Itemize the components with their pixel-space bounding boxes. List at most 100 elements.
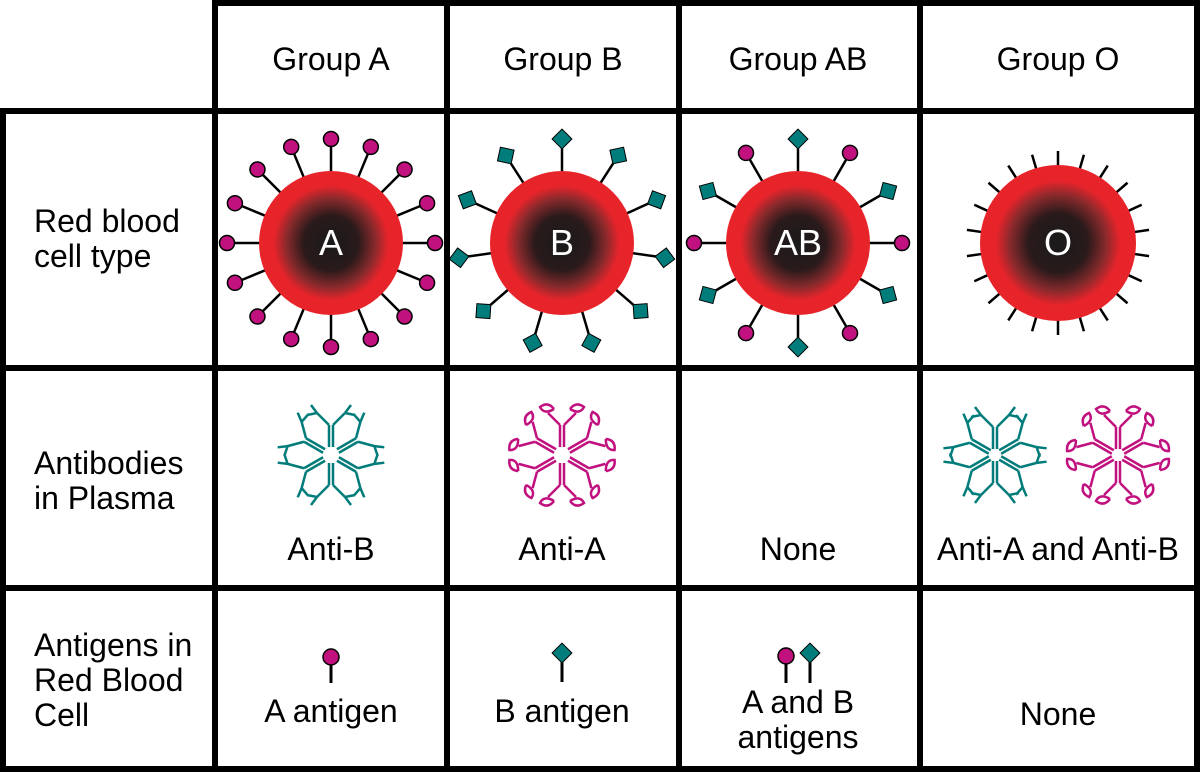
antigen-stalk xyxy=(241,205,267,218)
cell-surface-tick xyxy=(1078,154,1086,171)
antigen-a-icon xyxy=(249,308,266,325)
antigen-stalk xyxy=(262,174,283,195)
antigen-stalk xyxy=(395,205,421,218)
antigen-stalk xyxy=(857,276,882,293)
antigen-b-icon xyxy=(551,642,573,682)
antibody-label-group-b: Anti-A xyxy=(518,531,606,567)
antigen-a-icon xyxy=(218,234,236,252)
cell-surface-tick xyxy=(1098,164,1109,180)
row-label-antibodies-line-2: in Plasma xyxy=(34,480,175,516)
cell-body xyxy=(726,171,870,315)
antigen-stalk xyxy=(748,302,765,327)
y-shaped-antibody-icon xyxy=(998,413,1047,458)
antigen-label-group-a: A antigen xyxy=(264,693,397,729)
anti-b-antibody-cluster xyxy=(277,404,385,506)
cell-surface-tick xyxy=(1098,306,1109,322)
red-blood-cell-group-ab xyxy=(685,128,911,358)
cell-surface-tick xyxy=(973,203,990,213)
cell-surface-tick xyxy=(1126,273,1143,283)
antigen-label-group-o: None xyxy=(1020,696,1097,732)
antigen-b-icon xyxy=(609,146,628,165)
antigen-stalk xyxy=(293,153,306,179)
antigen-b-icon xyxy=(878,285,898,305)
cell-surface-tick xyxy=(973,273,990,283)
antigen-a-icon xyxy=(322,648,340,683)
red-blood-cell-group-b xyxy=(448,128,676,353)
antigen-stalk xyxy=(466,251,493,258)
antigen-a-icon xyxy=(737,324,755,342)
row-label-antigens-line-3: Cell xyxy=(34,697,89,733)
cell-letter-b: B xyxy=(550,222,574,263)
antigen-a-icon xyxy=(841,144,859,162)
cell-letter-o: O xyxy=(1044,222,1072,263)
cell-surface-tick xyxy=(1133,252,1150,258)
cell-body xyxy=(980,165,1136,321)
column-header-group-o: Group O xyxy=(997,41,1120,77)
cell-surface-tick xyxy=(1126,203,1143,213)
antigen-label-group-ab-line-1: A and B xyxy=(742,684,854,720)
cell-letter-ab: AB xyxy=(774,222,822,263)
column-header-group-a: Group A xyxy=(272,41,390,77)
antigen-b-icon xyxy=(878,181,898,201)
cell-surface-tick xyxy=(1114,181,1129,195)
cell-surface-tick xyxy=(966,228,983,234)
antigen-b-icon xyxy=(632,303,649,320)
antigen-stalk xyxy=(598,161,615,185)
cell-body xyxy=(490,171,634,315)
antigen-a-icon xyxy=(685,234,703,252)
antigen-b-icon xyxy=(522,332,543,353)
antigen-a-icon xyxy=(322,338,340,356)
antigen-stalk xyxy=(714,193,739,210)
antigen-stalk xyxy=(857,193,882,210)
antigen-a-icon xyxy=(282,138,300,156)
antigen-stalk xyxy=(356,153,369,179)
y-shaped-antibody-icon xyxy=(538,463,586,507)
y-shaped-antibody-icon xyxy=(508,410,557,454)
antigen-a-icon xyxy=(396,161,413,178)
antigen-stalk xyxy=(509,161,526,185)
antigen-a-icon xyxy=(396,308,413,325)
y-shaped-antibody-icon xyxy=(306,463,356,506)
red-blood-cell-group-o xyxy=(966,151,1150,335)
antibody-label-group-ab: None xyxy=(760,531,837,567)
y-shaped-antibody-icon xyxy=(538,403,586,447)
antigen-a-icon xyxy=(841,324,859,342)
antigen-stalk xyxy=(474,201,499,216)
cell-body xyxy=(259,171,403,315)
antigen-b-icon xyxy=(496,146,515,165)
row-label-red-blood-cell-line-2: cell type xyxy=(34,238,151,274)
antigen-label-group-ab-line-2: antigens xyxy=(738,719,859,755)
y-shaped-antibody-icon xyxy=(1121,455,1171,499)
antigen-b-icon xyxy=(787,336,809,358)
antigen-a-icon xyxy=(418,194,436,212)
cell-surface-tick xyxy=(1078,315,1086,332)
anti-b-antibody-cluster-group-o xyxy=(943,406,1047,504)
antigen-a-icon xyxy=(426,234,444,252)
y-shaped-antibody-icon xyxy=(1065,411,1115,455)
antigen-a-icon xyxy=(249,161,266,178)
cell-surface-tick xyxy=(987,181,1002,195)
y-shaped-antibody-icon xyxy=(1065,455,1115,499)
cell-surface-tick xyxy=(966,252,983,258)
antigen-stalk xyxy=(748,159,765,184)
cell-surface-tick xyxy=(1030,154,1038,171)
antigen-b-icon xyxy=(448,247,470,269)
antigen-a-icon xyxy=(322,130,340,148)
antigen-stalk xyxy=(831,302,848,327)
y-shaped-antibody-icon xyxy=(277,453,326,498)
antigen-b-icon xyxy=(475,303,492,320)
y-shaped-antibody-icon xyxy=(1121,411,1171,455)
antigen-b-icon xyxy=(654,247,676,269)
y-shaped-antibody-icon xyxy=(1094,405,1142,449)
column-header-group-b: Group B xyxy=(503,41,622,77)
row-label-antibodies-line-1: Antibodies xyxy=(34,445,183,481)
y-shaped-antibody-icon xyxy=(306,404,356,447)
cell-surface-tick xyxy=(1133,228,1150,234)
antigen-a-icon xyxy=(737,144,755,162)
antigen-a-icon xyxy=(893,234,911,252)
antigen-stalk xyxy=(580,309,591,336)
antigen-label-group-b: B antigen xyxy=(494,693,629,729)
y-shaped-antibody-icon xyxy=(970,461,1020,504)
antigen-b-icon xyxy=(698,181,718,201)
cell-surface-tick xyxy=(1030,315,1038,332)
